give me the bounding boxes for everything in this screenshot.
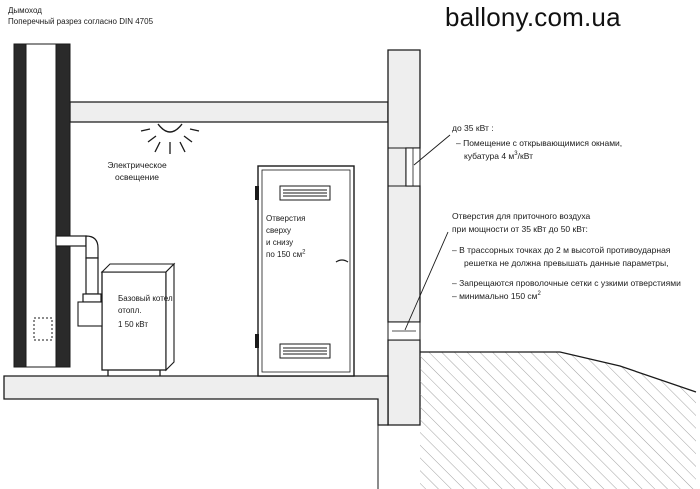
- door-upper-grille: [279, 185, 331, 201]
- ceiling-slab: [69, 101, 389, 123]
- door: [255, 165, 355, 377]
- vent-note-line4: решетка не должна превышать данные парам…: [464, 258, 669, 268]
- boiler-label-line2: отопл.: [118, 306, 142, 315]
- door-lower-grille: [279, 343, 331, 359]
- chimney-title: Дымоход: [8, 6, 42, 15]
- vent-opening: [387, 321, 421, 341]
- window: [388, 147, 421, 187]
- leader-lines: [404, 134, 451, 331]
- right-wall: [387, 49, 421, 426]
- chimney-subtitle: Поперечный разрез согласно DIN 4705: [8, 17, 154, 26]
- lighting-label-line1: Электрическое: [107, 160, 167, 170]
- boiler-label-line3: 1 50 кВт: [118, 320, 149, 329]
- vent-note-line6: – минимально 150 см2: [452, 291, 541, 301]
- vent-note-line3: – В трассорных точках до 2 м высотой про…: [452, 245, 671, 255]
- watermark: ballony.com.ua: [445, 2, 621, 32]
- window-note-line3: кубатура 4 м3/кВт: [464, 151, 533, 161]
- boiler: [77, 262, 176, 376]
- door-note-line4: по 150 см2: [266, 249, 306, 259]
- door-note-line1: Отверстия: [266, 214, 306, 223]
- door-note-line2: сверху: [266, 226, 291, 235]
- boiler-label-line1: Базовый котел: [118, 294, 173, 303]
- vent-note-line1: Отверстия для приточного воздуха: [452, 211, 591, 221]
- window-note-line2: – Помещение с открывающимися окнами,: [456, 138, 623, 148]
- vent-note-line2: при мощности от 35 кВт до 50 кВт:: [452, 224, 588, 234]
- door-note-line3: и снизу: [266, 238, 294, 247]
- flue-pipe: [55, 235, 102, 303]
- vent-note-line5: – Запрещаются проволочные сетки с узкими…: [452, 278, 681, 288]
- window-note-line1: до 35 кВт :: [452, 123, 494, 133]
- chimney: [13, 43, 71, 368]
- ground: [377, 351, 697, 489]
- lighting-label-line2: освещение: [115, 172, 159, 182]
- lamp-icon: [140, 123, 200, 154]
